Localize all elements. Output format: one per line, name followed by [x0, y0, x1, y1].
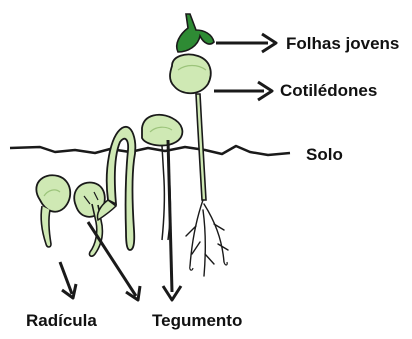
- arrow-tegumento-2: [163, 140, 181, 300]
- arrow-radicula: [60, 262, 76, 298]
- seed-stage-1: [36, 175, 70, 247]
- cotyledons: [170, 54, 211, 93]
- seedling-stage-4: [142, 115, 182, 240]
- seedling-stage-5: [170, 14, 228, 276]
- arrow-folhas: [216, 34, 276, 52]
- arrow-cotiledones: [214, 82, 272, 100]
- label-folhas-jovens: Folhas jovens: [286, 34, 399, 54]
- label-tegumento: Tegumento: [152, 311, 242, 331]
- label-radicula: Radícula: [26, 311, 97, 331]
- label-solo: Solo: [306, 145, 343, 165]
- label-cotiledones: Cotilédones: [280, 81, 377, 101]
- soil-line: [10, 146, 290, 155]
- young-leaves: [177, 14, 214, 52]
